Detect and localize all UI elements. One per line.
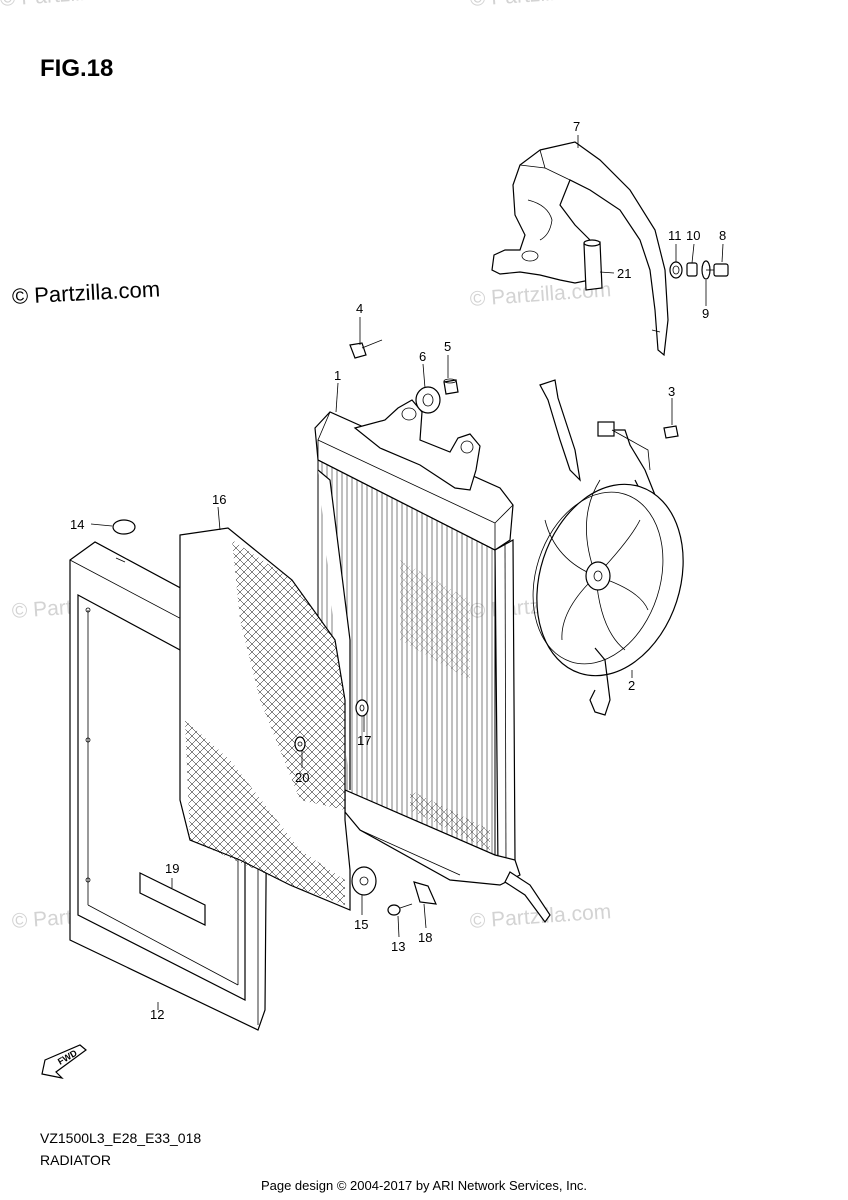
- screen-nut: [355, 699, 369, 717]
- callout-11: 11: [668, 228, 682, 243]
- bolt: [706, 263, 729, 277]
- lower-grommet: [351, 866, 377, 896]
- callout-20: 20: [295, 770, 309, 785]
- callout-1: 1: [334, 368, 341, 383]
- callout-21: 21: [617, 266, 631, 281]
- callout-14: 14: [70, 517, 84, 532]
- page-footer: Page design © 2004-2017 by ARI Network S…: [260, 1178, 588, 1193]
- callout-8: 8: [719, 228, 726, 243]
- cooling-fan: [532, 379, 684, 716]
- callout-19: 19: [165, 861, 179, 876]
- mount-collar: [443, 378, 459, 395]
- lower-clip: [413, 881, 437, 905]
- screen-washer: [294, 736, 306, 752]
- lower-screw: [387, 903, 413, 916]
- diagram-code: VZ1500L3_E28_E33_018: [40, 1130, 202, 1146]
- callout-2: 2: [628, 678, 635, 693]
- callout-3: 3: [668, 384, 675, 399]
- mount-grommet: [415, 386, 441, 414]
- figure-title: FIG.18: [40, 55, 114, 82]
- diagram-name: RADIATOR: [40, 1152, 112, 1168]
- callout-6: 6: [419, 349, 426, 364]
- callout-4: 4: [356, 301, 363, 316]
- collar: [686, 262, 698, 277]
- callout-numbers: 7 21 11 10 8 9 4 1 6 5 3 2 14 16 17 20 1…: [70, 119, 726, 1022]
- fan-screw: [663, 425, 679, 439]
- callout-17: 17: [357, 733, 371, 748]
- grommet: [669, 261, 683, 279]
- rubber-cap: [112, 519, 136, 535]
- callout-9: 9: [702, 306, 709, 321]
- callout-16: 16: [212, 492, 226, 507]
- callout-7: 7: [573, 119, 580, 134]
- callout-18: 18: [418, 930, 432, 945]
- upper-bracket: [491, 141, 669, 357]
- forward-arrow-icon: FWD: [41, 1044, 87, 1079]
- caution-label: [139, 872, 206, 926]
- callout-13: 13: [391, 939, 405, 954]
- callout-10: 10: [686, 228, 700, 243]
- callout-15: 15: [354, 917, 368, 932]
- mount-bolt: [349, 339, 383, 359]
- leader-lines: [90, 135, 724, 1010]
- callout-5: 5: [444, 339, 451, 354]
- callout-12: 12: [150, 1007, 164, 1022]
- radiator: [314, 399, 551, 924]
- mesh-screen: [179, 527, 351, 911]
- cushion: [583, 239, 603, 291]
